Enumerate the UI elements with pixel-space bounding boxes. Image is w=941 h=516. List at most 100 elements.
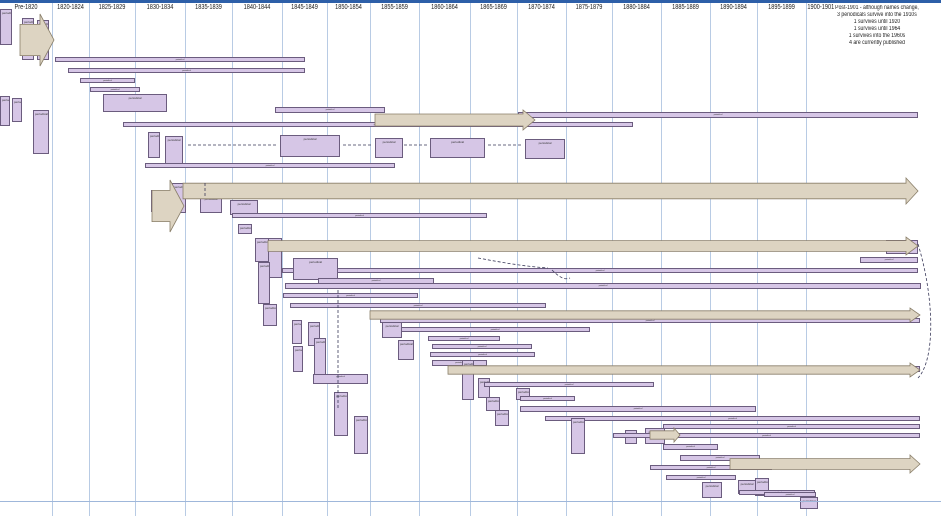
column-divider [135, 3, 136, 516]
footer-rule [0, 501, 941, 502]
periodical-box: periodical [800, 497, 818, 509]
periodical-box: periodical [462, 360, 474, 400]
periodical-bar: periodical [666, 475, 736, 480]
column-header: 1865-1869 [480, 4, 507, 11]
continuation-arrow [267, 236, 919, 256]
periodical-bar: periodical [232, 213, 487, 218]
periodical-bar: periodical [283, 293, 418, 298]
column-header: 1890-1894 [720, 4, 747, 11]
column-header: 1895-1899 [768, 4, 795, 11]
periodical-box: periodical [495, 410, 509, 426]
periodical-bar: periodical [432, 344, 532, 349]
periodical-bar: periodical [80, 78, 135, 83]
periodical-box: periodical [398, 340, 414, 360]
column-divider [806, 3, 807, 516]
continuation-arrow [374, 109, 536, 131]
column-divider [370, 3, 371, 516]
periodical-bar: periodical [545, 416, 920, 421]
periodical-bar: periodical [432, 360, 487, 366]
periodical-box: periodical [258, 262, 270, 304]
column-divider [89, 3, 90, 516]
periodical-bar: periodical [520, 396, 575, 401]
periodical-box: periodical [103, 94, 167, 112]
periodical-box: periodical [382, 322, 402, 338]
column-divider [419, 3, 420, 516]
column-header: 1845-1849 [291, 4, 318, 11]
periodical-box: periodical [151, 190, 171, 212]
summary-line: 3 periodicals survive into the 1910s [837, 12, 917, 18]
periodical-box: periodical [486, 397, 500, 411]
periodical-bar: periodical [380, 318, 920, 323]
periodical-box: periodical [375, 138, 403, 158]
column-header: 1900-1901 [807, 4, 835, 11]
periodical-box: periodical [238, 224, 252, 234]
column-divider [470, 3, 471, 516]
column-header: 1830-1834 [146, 4, 174, 11]
column-divider [757, 3, 758, 516]
column-header: 1825-1829 [98, 4, 126, 11]
periodical-bar: periodical [90, 87, 140, 92]
periodical-box: periodical [22, 18, 34, 60]
periodical-bar: periodical [430, 352, 535, 357]
column-header: 1820-1824 [57, 4, 84, 11]
periodical-bar: periodical [282, 268, 918, 273]
periodical-bar: periodical [145, 163, 395, 168]
periodical-bar: periodical [680, 455, 760, 461]
periodical-bar: periodical [428, 336, 500, 341]
column-header: 1885-1889 [672, 4, 699, 11]
periodical-box: periodical [200, 195, 222, 213]
column-divider [517, 3, 518, 516]
periodical-box: periodical [430, 138, 485, 158]
column-header: 1870-1874 [528, 4, 555, 11]
periodical-box: periodical [525, 139, 565, 159]
periodical-bar: periodical [285, 283, 921, 289]
periodical-box: periodical [702, 482, 722, 498]
header-rule [0, 0, 941, 3]
periodical-box: periodical [172, 183, 186, 213]
periodical-box: periodical [37, 20, 49, 60]
periodical-bar: periodical [313, 374, 368, 384]
periodical-box: periodical [165, 136, 183, 164]
periodical-box: periodical [268, 238, 282, 278]
column-header: 1850-1854 [335, 4, 362, 11]
column-divider [710, 3, 711, 516]
periodical-box: periodical [292, 320, 302, 344]
periodical-bar: periodical [68, 68, 305, 73]
dashed-arc [917, 243, 932, 379]
column-divider [185, 3, 186, 516]
column-divider [282, 3, 283, 516]
periodical-bar: periodical [55, 57, 305, 62]
periodical-box: periodical [334, 392, 348, 436]
periodical-bar: periodical [663, 424, 920, 429]
periodical-box: periodical [0, 96, 10, 126]
periodical-box: periodical [886, 240, 918, 254]
column-header: 1855-1859 [381, 4, 408, 11]
periodical-bar: periodical [860, 257, 918, 263]
periodical-box: periodical [478, 378, 490, 398]
summary-line: 4 are currently published [849, 40, 905, 46]
periodical-bar: periodical [275, 107, 385, 113]
periodical-box: periodical [571, 418, 585, 454]
periodical-box: periodical [280, 135, 340, 157]
column-divider [52, 3, 53, 516]
periodical-box: periodical [293, 346, 303, 372]
periodical-bar: periodical [650, 465, 772, 470]
periodical-box: periodical [314, 338, 326, 376]
periodical-bar: periodical [663, 444, 718, 450]
periodical-box: periodical [255, 238, 269, 262]
column-divider [232, 3, 233, 516]
dashed-arc [477, 257, 549, 269]
column-header: 1840-1844 [243, 4, 271, 11]
periodical-bar: periodical [484, 382, 654, 387]
continuation-arrow [182, 176, 919, 206]
column-header: 1835-1839 [195, 4, 222, 11]
summary-title: Post-1901 - although names change, [835, 5, 919, 11]
summary-line: 1 survives until 1964 [853, 26, 901, 32]
post-1901-summary: Post-1901 - although names change, 3 per… [818, 5, 936, 47]
periodical-bar: periodical [613, 433, 920, 438]
periodical-bar: periodical [290, 303, 546, 308]
column-divider [612, 3, 613, 516]
periodical-bar: periodical [400, 327, 590, 332]
periodical-bar: periodical [520, 406, 756, 412]
periodical-box: periodical [12, 98, 22, 122]
